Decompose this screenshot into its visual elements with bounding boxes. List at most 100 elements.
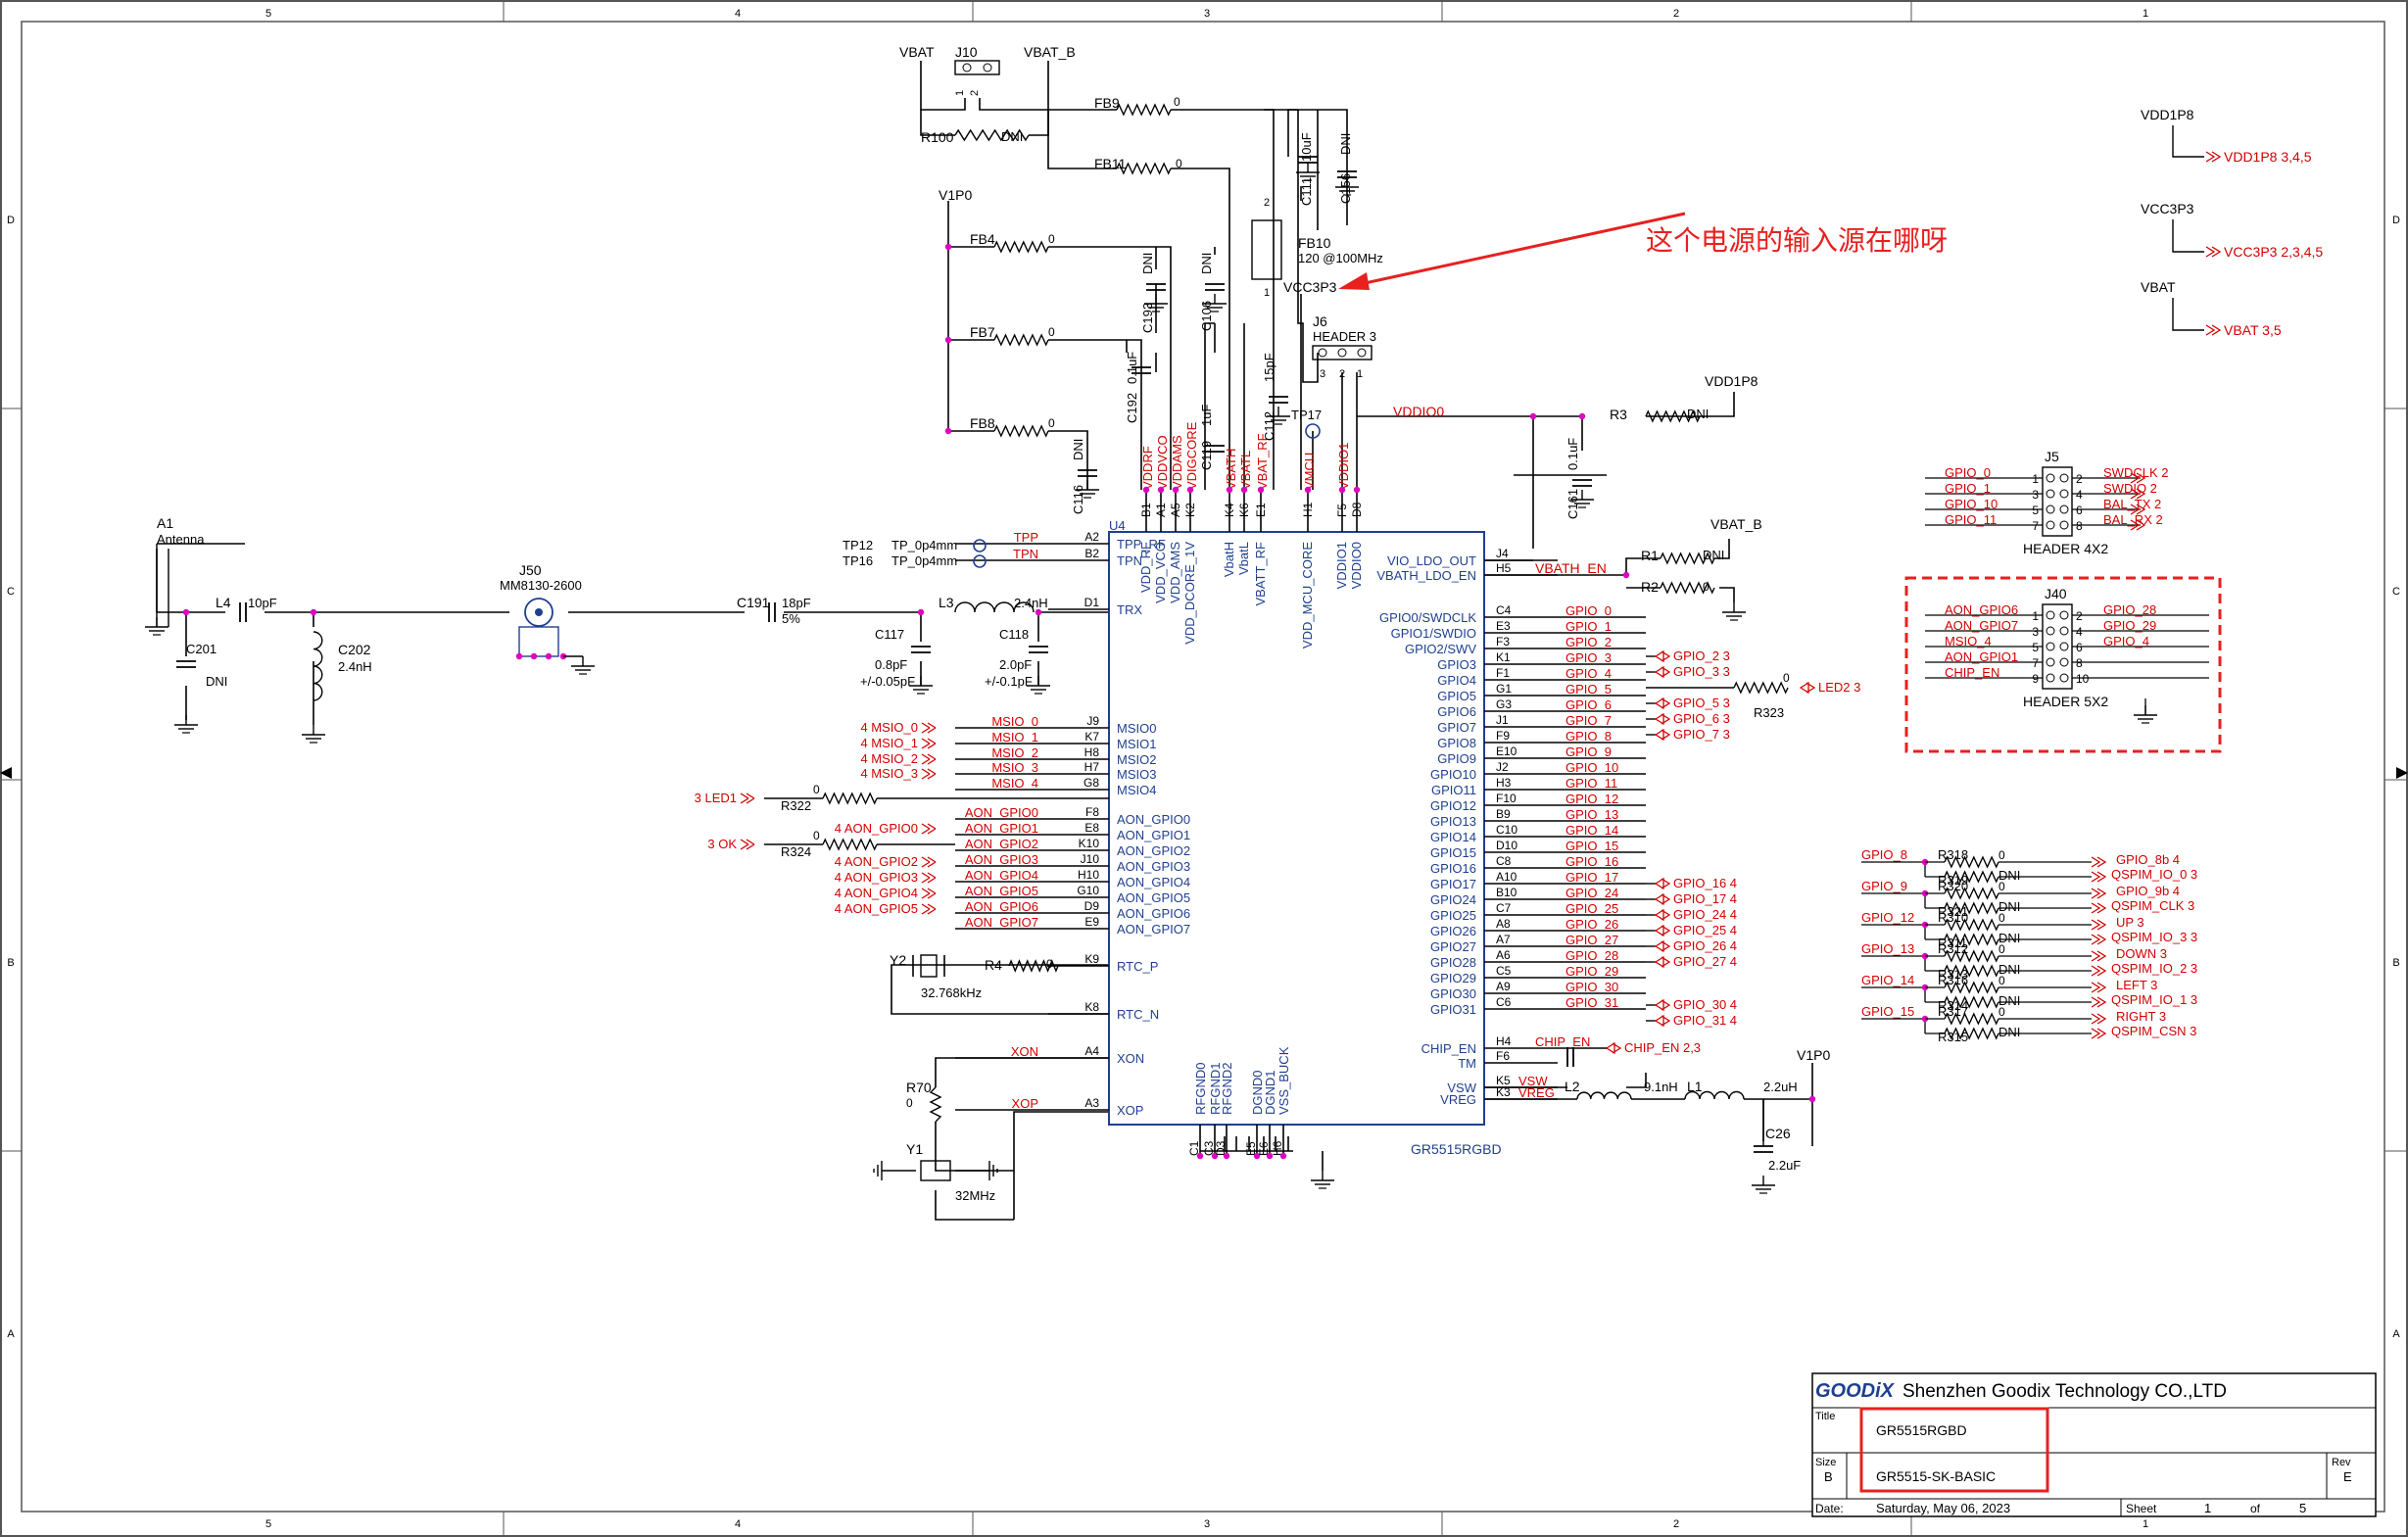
junction-dot <box>530 652 538 660</box>
pin-name: GPIO5 <box>1437 689 1476 703</box>
row-marker-left: C <box>7 586 15 598</box>
pin-number: H8 <box>1084 745 1100 759</box>
pin-number: 9 <box>2032 672 2039 686</box>
c118-capacitor-symbol <box>1029 646 1048 653</box>
r324-refdes: R324 <box>781 844 811 859</box>
a1-value: Antenna <box>157 532 205 547</box>
pin-number: K2 <box>1183 503 1197 517</box>
net-label: VMCU <box>1302 453 1317 490</box>
goodix-logo: GOODiX <box>1815 1380 1896 1402</box>
offpage-arrow-icon <box>2091 919 2107 931</box>
pin-number: J4 <box>1496 547 1509 560</box>
u4-part-label: GR5515RGBD <box>1411 1141 1502 1157</box>
res-array-offpage-label: QSPIM_IO_3 3 <box>2111 930 2197 944</box>
net-label: GPIO_0 <box>1565 603 1612 618</box>
res-array-net: GPIO_15 <box>1861 1004 1914 1019</box>
junction-dot <box>1142 486 1150 494</box>
r322-resistor-symbol <box>822 792 878 805</box>
pin-number: C4 <box>1496 603 1512 617</box>
offpage-label: GPIO_25 4 <box>1673 923 1737 937</box>
pin-number: J9 <box>1086 714 1099 728</box>
r2-refdes: R2 <box>1641 579 1659 595</box>
net-label: MSIO_3 <box>991 760 1038 775</box>
a1-refdes: A1 <box>157 515 173 531</box>
pin-name: GPIO13 <box>1430 814 1476 829</box>
res-array-refdes: R314 <box>1938 998 1968 1013</box>
pin-number: A4 <box>1084 1044 1099 1058</box>
net-label: MSIO_4 <box>991 776 1038 791</box>
res-array-offpage-label: GPIO_9b 4 <box>2116 884 2180 898</box>
offpage-label: GPIO_17 4 <box>1673 891 1737 906</box>
junction-dot <box>1257 486 1265 494</box>
pin-name: GPIO30 <box>1430 986 1476 1001</box>
ground-icon <box>1752 1176 1775 1194</box>
pin-number: A7 <box>1496 933 1511 946</box>
net-label: GPIO_11 <box>1565 776 1617 791</box>
pin-number: E8 <box>1084 821 1099 835</box>
junction-dot <box>1157 486 1165 494</box>
res-array-net: GPIO_14 <box>1861 973 1914 987</box>
header-left-net: GPIO_0 <box>1945 465 1991 480</box>
pin-name: MSIO0 <box>1117 721 1156 736</box>
pin-name: GPIO0/SWDCLK <box>1379 610 1476 625</box>
pin-icon <box>983 63 992 72</box>
res-array-net: GPIO_8 <box>1861 847 1907 862</box>
pin-name: MSIO1 <box>1117 737 1156 751</box>
y2-value: 32.768kHz <box>921 985 982 1000</box>
c116-value: DNI <box>1071 439 1085 460</box>
net-label: VREG <box>1518 1085 1555 1100</box>
fb7-value: 0 <box>1048 325 1055 339</box>
res-array-refdes: R319 <box>1938 873 1968 888</box>
tp16-value: TP_0p4mm <box>891 553 957 568</box>
pin-number: D1 <box>1084 596 1100 609</box>
header-left-net: GPIO_1 <box>1945 481 1991 496</box>
c191-value: 18pF <box>782 596 811 610</box>
pin-number: H1 <box>1301 502 1315 517</box>
wire <box>2172 125 2204 158</box>
pin-number: 7 <box>2032 519 2039 533</box>
junction-dot <box>1279 1152 1287 1160</box>
l4-capacitor-symbol <box>239 602 247 622</box>
pin-number: H7 <box>1084 760 1100 774</box>
vbath-en-net-label: VBATH_EN <box>1535 560 1607 576</box>
rev-value: E <box>2343 1469 2352 1484</box>
ground-icon <box>1203 294 1227 312</box>
y1-value: 32MHz <box>955 1188 995 1203</box>
pin-name: RTC_P <box>1117 959 1158 974</box>
fb9-ferrite-symbol <box>1116 103 1172 117</box>
res-array-refdes: R315 <box>1938 1030 1968 1044</box>
res-array-offpage-label: QSPIM_IO_0 3 <box>2111 867 2197 882</box>
offpage-arrow-icon <box>2091 871 2107 883</box>
left-offpage-connector: 3 OK <box>707 837 755 851</box>
offpage-label: LED2 3 <box>1818 680 1860 695</box>
left-offpage-connector: 4 MSIO_1 <box>860 736 937 750</box>
header-refdes: J40 <box>2045 586 2067 601</box>
header-right-net: BAL_TX 2 <box>2103 497 2161 511</box>
pin-name: GPIO8 <box>1437 736 1476 750</box>
j6-value: HEADER 3 <box>1313 329 1376 344</box>
pin-number: A6 <box>1496 948 1511 962</box>
title-value: GR5515RGBD <box>1876 1422 1967 1438</box>
pin-name: VSS_BUCK <box>1276 1046 1291 1115</box>
coax-body-icon <box>518 626 559 657</box>
offpage-arrow-icon <box>921 753 937 765</box>
junction-dot <box>1622 571 1630 579</box>
pin-name: TPP_RF <box>1117 537 1166 552</box>
pin-number: K1 <box>1496 650 1511 664</box>
c117-value: 0.8pF <box>875 657 907 672</box>
res-array-offpage-label: UP 3 <box>2116 915 2144 930</box>
junction-dot <box>917 608 925 616</box>
offpage-label: GPIO_7 3 <box>1673 727 1730 742</box>
row-marker-left: D <box>7 215 15 226</box>
pin-name: RTC_N <box>1117 1007 1159 1022</box>
right-offpage-connector: GPIO_7 3 <box>1654 727 1730 742</box>
pin-number: C1 <box>1187 1140 1201 1156</box>
pin-icon <box>2059 657 2069 667</box>
net-label: GPIO_14 <box>1565 823 1618 838</box>
wire <box>2172 219 2204 253</box>
pin-number: F10 <box>1496 792 1517 805</box>
pin-number: 3 <box>2032 488 2039 502</box>
pin-number: 5 <box>2032 641 2039 654</box>
